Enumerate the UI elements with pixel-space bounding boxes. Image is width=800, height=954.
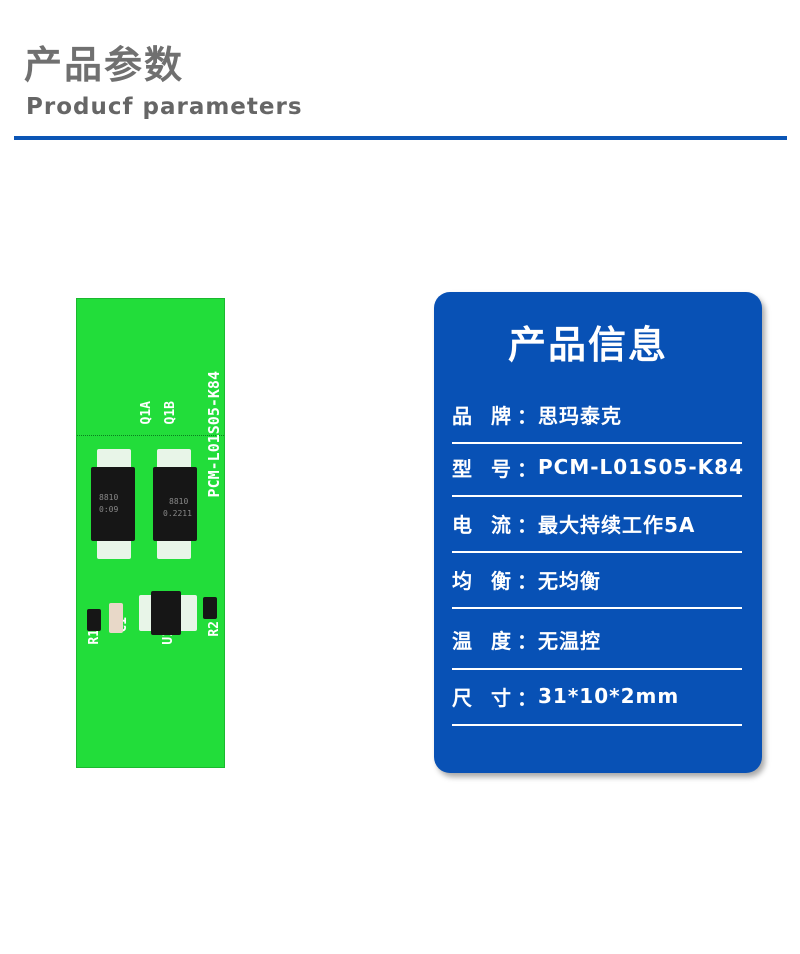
row-value: 31*10*2mm xyxy=(538,684,680,708)
card-title: 产品信息 xyxy=(507,323,668,367)
info-row-brand: 品 牌：思玛泰克 xyxy=(452,386,742,444)
pcb-silk-q1a: Q1A xyxy=(139,401,154,425)
info-row-model: 型 号：PCM-L01S05-K84 xyxy=(452,439,744,497)
mosfet-chip-1: 8810 0:09 xyxy=(91,467,135,541)
row-value: 思玛泰克 xyxy=(538,403,622,428)
info-row-current: 电 流：最大持续工作5A xyxy=(452,495,742,553)
chip-pins xyxy=(97,449,131,471)
chip-pins xyxy=(157,537,191,559)
product-info-card: 产品信息 品 牌：思玛泰克 型 号：PCM-L01S05-K84 电 流：最大持… xyxy=(434,292,762,773)
resistor-r1 xyxy=(87,609,101,631)
row-key: 品 牌： xyxy=(452,403,543,428)
pcb-silk-r1: R1 xyxy=(87,629,102,645)
pcb-silk-r2: R2 xyxy=(207,621,222,637)
row-key: 均 衡： xyxy=(452,568,543,593)
row-value: 无温控 xyxy=(538,628,601,653)
header-divider xyxy=(14,136,787,140)
row-key: 尺 寸： xyxy=(452,685,543,710)
info-row-size: 尺 寸：31*10*2mm xyxy=(452,668,742,726)
ic-u1 xyxy=(151,591,181,635)
row-value: 最大持续工作5A xyxy=(538,512,696,537)
pcb-product-image: PCM-L01S05-K84 Q1B Q1A C1 R1 U1 R2 8810 … xyxy=(76,298,225,768)
mosfet-chip-2: 8810 0.2211 xyxy=(153,467,197,541)
chip-marking: 0:09 xyxy=(99,505,119,514)
chip-pins xyxy=(97,537,131,559)
section-title-en: Producf parameters xyxy=(26,94,303,120)
info-row-temperature: 温 度：无温控 xyxy=(452,610,742,670)
chip-pins xyxy=(157,449,191,471)
row-key: 型 号： xyxy=(452,456,543,481)
row-key: 温 度： xyxy=(452,628,543,653)
row-key: 电 流： xyxy=(452,512,543,537)
chip-marking: 8810 xyxy=(99,493,119,502)
row-value: 无均衡 xyxy=(538,568,601,593)
chip-marking: 8810 xyxy=(169,497,189,506)
section-title-cn: 产品参数 xyxy=(24,43,185,87)
capacitor-c1 xyxy=(109,603,123,633)
info-row-balance: 均 衡：无均衡 xyxy=(452,551,742,609)
pcb-silk-model: PCM-L01S05-K84 xyxy=(205,371,223,498)
pcb-dotted-line xyxy=(77,435,224,436)
chip-marking: 0.2211 xyxy=(163,509,192,518)
resistor-r2 xyxy=(203,597,217,619)
pcb-silk-q1b: Q1B xyxy=(163,401,178,425)
row-value: PCM-L01S05-K84 xyxy=(538,455,744,479)
